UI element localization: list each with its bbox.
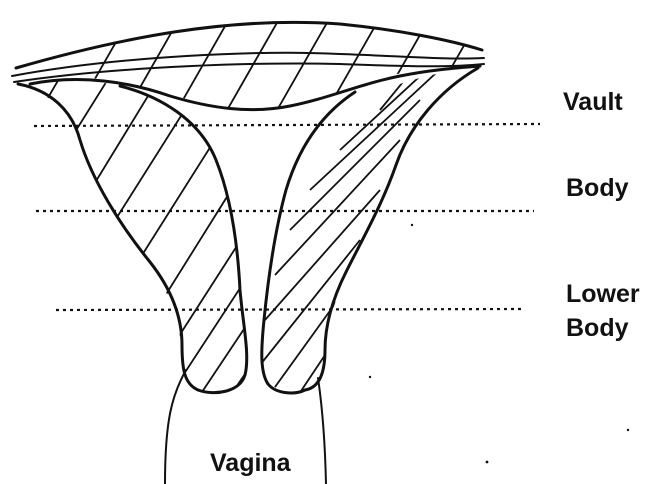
right-wall-outer xyxy=(305,68,478,390)
speck xyxy=(486,461,489,464)
label-vault: Vault xyxy=(563,88,623,116)
vagina-right-wall xyxy=(318,378,326,484)
label-lower-body-line2: Body xyxy=(566,314,629,342)
speck xyxy=(369,376,371,378)
label-vagina: Vagina xyxy=(210,449,292,477)
left-wall-hatching xyxy=(0,60,275,440)
label-lower-body-line1: Lower xyxy=(566,280,640,308)
right-wall-inner xyxy=(262,92,355,393)
fundus-outline xyxy=(16,22,482,68)
divider-lower-vagina xyxy=(56,309,522,310)
speck xyxy=(411,224,413,226)
vagina-left-wall xyxy=(165,370,186,484)
left-wall-outer xyxy=(18,84,198,390)
speck xyxy=(627,429,629,431)
label-body: Body xyxy=(566,174,629,202)
divider-vault-body xyxy=(34,124,540,126)
